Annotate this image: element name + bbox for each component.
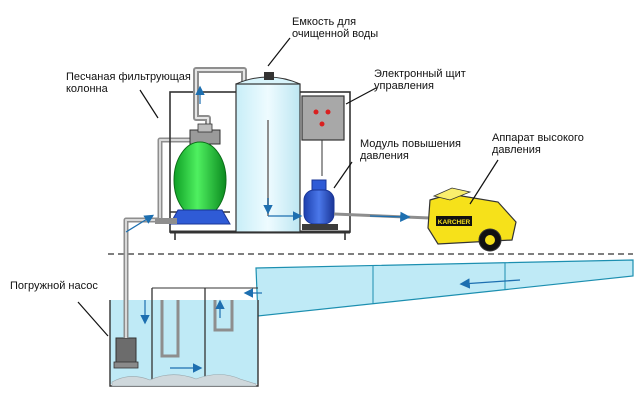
sand-filter-column (155, 123, 231, 225)
leader-line-pump (77, 301, 109, 337)
label-control-panel-line2: управления (374, 80, 434, 92)
pump-to-washer-arrow (369, 211, 411, 222)
clean-water-tank (235, 72, 303, 233)
sediment (111, 374, 257, 387)
label-pressure-washer: Аппарат высокого давления (492, 132, 584, 156)
washer-brand-text: KARCHER (438, 219, 471, 226)
sump-pipe (160, 300, 180, 358)
filter-base (169, 209, 231, 225)
filter-body (173, 141, 227, 219)
washer-top (432, 187, 472, 201)
label-submersible-pump-line1: Погружной насос (10, 280, 98, 292)
sump-pipe (213, 300, 234, 332)
leader-line-filter (139, 89, 159, 119)
pump-base (113, 361, 139, 369)
booster-pump-motor (303, 189, 335, 225)
label-control-panel-line1: Электронный щит (374, 68, 466, 80)
booster-pump-base (302, 224, 338, 230)
filter-drain (155, 218, 177, 224)
washer-brand-plate (436, 216, 472, 226)
pressure-washer: KARCHER (427, 187, 517, 252)
control-panel (301, 95, 345, 176)
label-clean-water-tank: Емкость для очищенной воды (292, 16, 378, 40)
label-sand-filter-line1: Песчаная фильтрующая (66, 71, 191, 83)
leader-line-washer (469, 159, 499, 205)
label-clean-water-tank-line2: очищенной воды (292, 28, 379, 40)
leader-lines (77, 37, 499, 337)
booster-pump-top (311, 179, 327, 191)
panel-indicator (313, 109, 319, 115)
washer-wheel-hub (485, 235, 495, 245)
leader-line-booster (333, 161, 353, 189)
label-booster-module: Модуль повышения давления (360, 138, 461, 162)
channel-water (255, 259, 634, 317)
riser-arrow (125, 214, 155, 233)
settling-sump (109, 287, 262, 387)
panel-indicator (325, 109, 331, 115)
label-submersible-pump: Погружной насос (10, 280, 98, 292)
flow-arrow-channel (459, 278, 521, 289)
leader-line-tank (267, 37, 291, 67)
label-clean-water-tank-line1: Емкость для (292, 16, 357, 28)
label-booster-module-line2: давления (360, 150, 409, 162)
submersible-pump (113, 337, 139, 369)
filter-valve-top (197, 123, 213, 133)
label-control-panel: Электронный щит управления (374, 68, 466, 92)
tank-cap (264, 72, 274, 80)
panel-indicator (319, 121, 325, 127)
label-booster-module-line1: Модуль повышения (360, 138, 461, 150)
pump-housing (115, 337, 137, 365)
leader-line-panel (345, 87, 377, 105)
label-pressure-washer-line2: давления (492, 144, 541, 156)
panel-box (301, 95, 345, 141)
booster-pump-module (302, 179, 338, 230)
label-sand-filter-line2: колонна (66, 83, 108, 95)
label-sand-filter: Песчаная фильтрующая колонна (66, 71, 191, 95)
label-pressure-washer-line1: Аппарат высокого (492, 132, 584, 144)
